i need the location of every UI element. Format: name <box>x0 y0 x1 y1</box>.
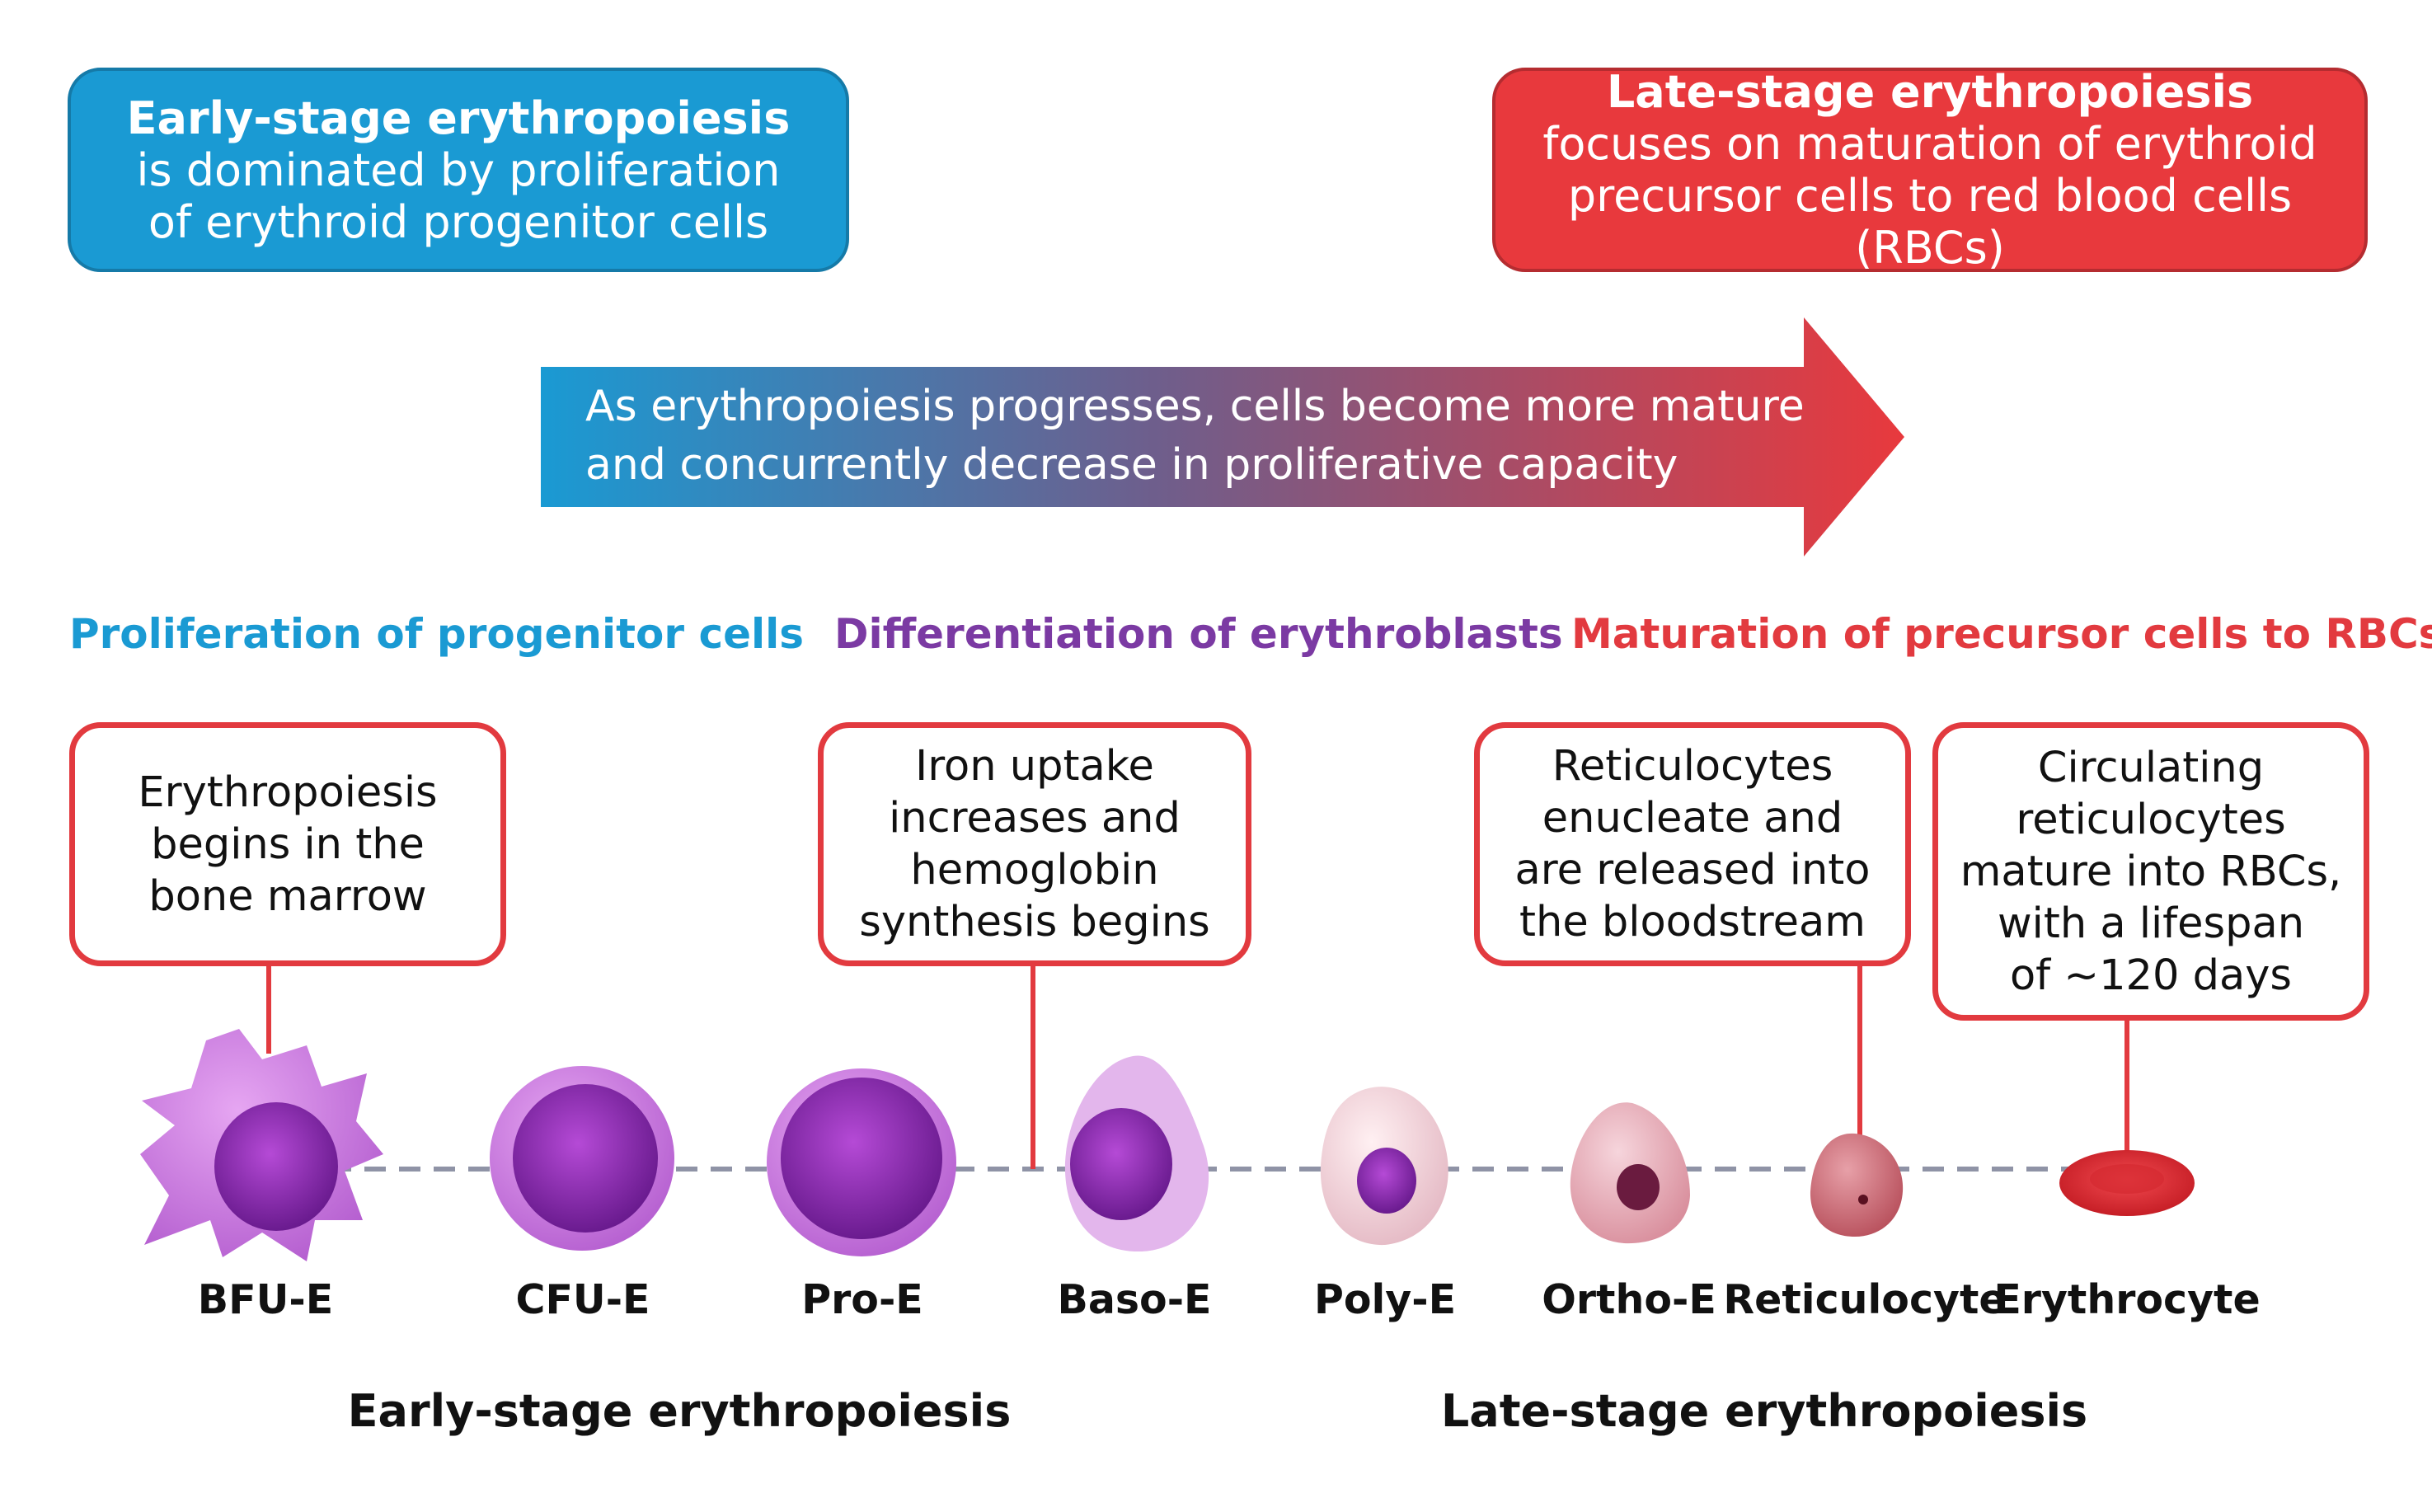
stage-label-baso-e: Baso-E <box>1057 1276 1212 1323</box>
arrow-text: As erythropoiesis progresses, cells beco… <box>585 378 1822 495</box>
bottom-label-late-stage: Late-stage erythropoiesis <box>1440 1385 2088 1437</box>
cell-cfu-e <box>490 1066 674 1251</box>
cell-baso-e <box>1064 1055 1209 1252</box>
stage-label-cfu-e: CFU-E <box>515 1276 650 1323</box>
stage-label-bfu-e: BFU-E <box>197 1276 334 1323</box>
callout-rbc-maturation: Circulating reticulocytes mature into RB… <box>1932 722 2369 1021</box>
stage-label-erythrocyte: Erythrocyte <box>1993 1276 2261 1323</box>
phase-maturation-heading: Maturation of precursor cells to RBCs <box>1571 610 2432 658</box>
cell-pro-e <box>767 1068 956 1256</box>
cell-erythrocyte <box>2059 1150 2195 1216</box>
late-box-text: on maturation of erythroid precursor cel… <box>1567 118 2317 274</box>
stage-label-ortho-e: Ortho-E <box>1542 1276 1716 1323</box>
cell-poly-e <box>1320 1087 1448 1246</box>
early-stage-summary-box: Early-stage erythropoiesis is dominated … <box>68 68 849 272</box>
cell-bfu-e <box>140 1029 383 1261</box>
stage-label-reticulocyte: Reticulocyte <box>1723 1276 2007 1323</box>
arrow-text-line-2: and concurrently decrease in proliferati… <box>585 440 1678 490</box>
cell-ortho-e <box>1570 1102 1690 1244</box>
callout-iron-uptake: Iron uptake increases and hemoglobin syn… <box>818 722 1251 966</box>
stage-label-poly-e: Poly-E <box>1313 1276 1457 1323</box>
early-box-text: is dominated by proliferation of erythro… <box>136 143 781 248</box>
phase-proliferation-heading: Proliferation of progenitor cells <box>69 610 805 658</box>
early-box-title: Early-stage erythropoiesis <box>126 92 791 144</box>
late-box-text-inline: focuses <box>1542 118 1712 170</box>
cell-reticulocyte <box>1810 1133 1904 1237</box>
stage-label-pro-e: Pro-E <box>801 1276 923 1323</box>
bottom-label-early-stage: Early-stage erythropoiesis <box>347 1385 1012 1437</box>
late-stage-summary-box: Late-stage erythropoiesis focuses on mat… <box>1492 66 2368 274</box>
progression-arrow <box>541 317 1904 556</box>
arrow-text-line-1: As erythropoiesis progresses, cells beco… <box>585 382 1805 431</box>
callout-bone-marrow: Erythropoiesis begins in the bone marrow <box>69 722 506 966</box>
late-box-title: Late-stage erythropoiesis <box>1606 66 2254 118</box>
phase-differentiation-heading: Differentiation of erythroblasts <box>834 610 1563 658</box>
callout-enucleation: Reticulocytes enucleate and are released… <box>1474 722 1911 966</box>
